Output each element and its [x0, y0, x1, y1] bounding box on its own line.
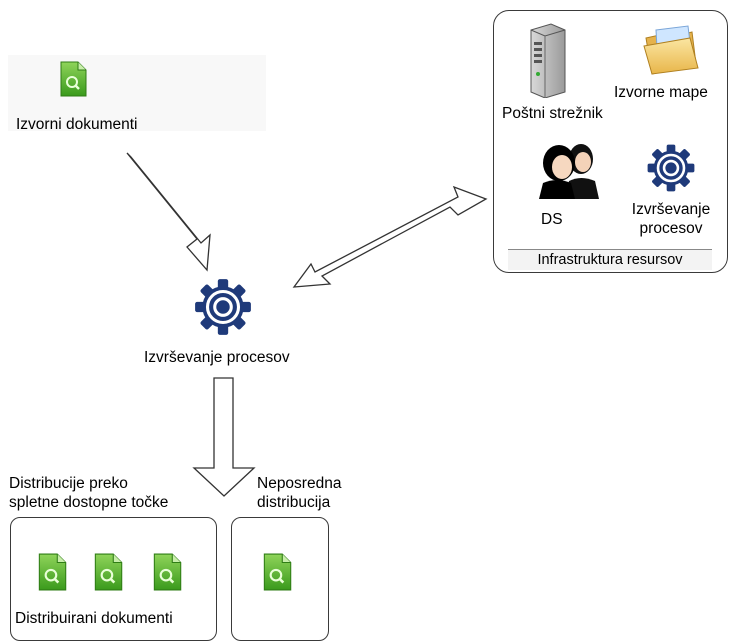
arrow-process-infrastructure: [292, 185, 488, 288]
direct-distribution-label: Neposredna distribucija: [257, 474, 341, 512]
server-icon: [530, 23, 566, 98]
infra-process-label-line1: Izvrševanje: [631, 201, 711, 218]
web-distribution-label-line1: Distribucije preko: [9, 475, 128, 492]
infra-process-label-line2: procesov: [639, 220, 703, 237]
document-icon: [262, 553, 292, 591]
source-docs-label: Izvorni dokumenti: [16, 116, 138, 133]
infra-process-label: Izvrševanje procesov: [628, 200, 714, 238]
ds-label: DS: [541, 211, 563, 228]
direct-distribution-label-line2: distribucija: [257, 494, 331, 511]
users-icon: [539, 144, 599, 199]
gear-icon: [645, 142, 697, 194]
web-distribution-label-line2: spletne dostopne točke: [9, 494, 169, 511]
source-folders-label: Izvorne mape: [614, 84, 708, 101]
process-label: Izvrševanje procesov: [144, 349, 290, 366]
folder-icon: [643, 25, 699, 75]
document-icon: [152, 553, 182, 591]
web-distribution-label: Distribucije preko spletne dostopne točk…: [9, 474, 168, 512]
distributed-docs-label: Distribuirani dokumenti: [15, 610, 173, 627]
arrow-process-to-distribution: [192, 377, 256, 497]
document-icon: [93, 553, 123, 591]
gear-icon: [192, 276, 254, 338]
direct-distribution-label-line1: Neposredna: [257, 475, 342, 492]
mail-server-label: Poštni strežnik: [502, 105, 603, 122]
source-docs-backdrop: [8, 55, 266, 131]
arrow-source-to-process: [126, 152, 211, 272]
infrastructure-title: Infrastruktura resursov: [508, 249, 712, 270]
document-icon: [37, 553, 67, 591]
